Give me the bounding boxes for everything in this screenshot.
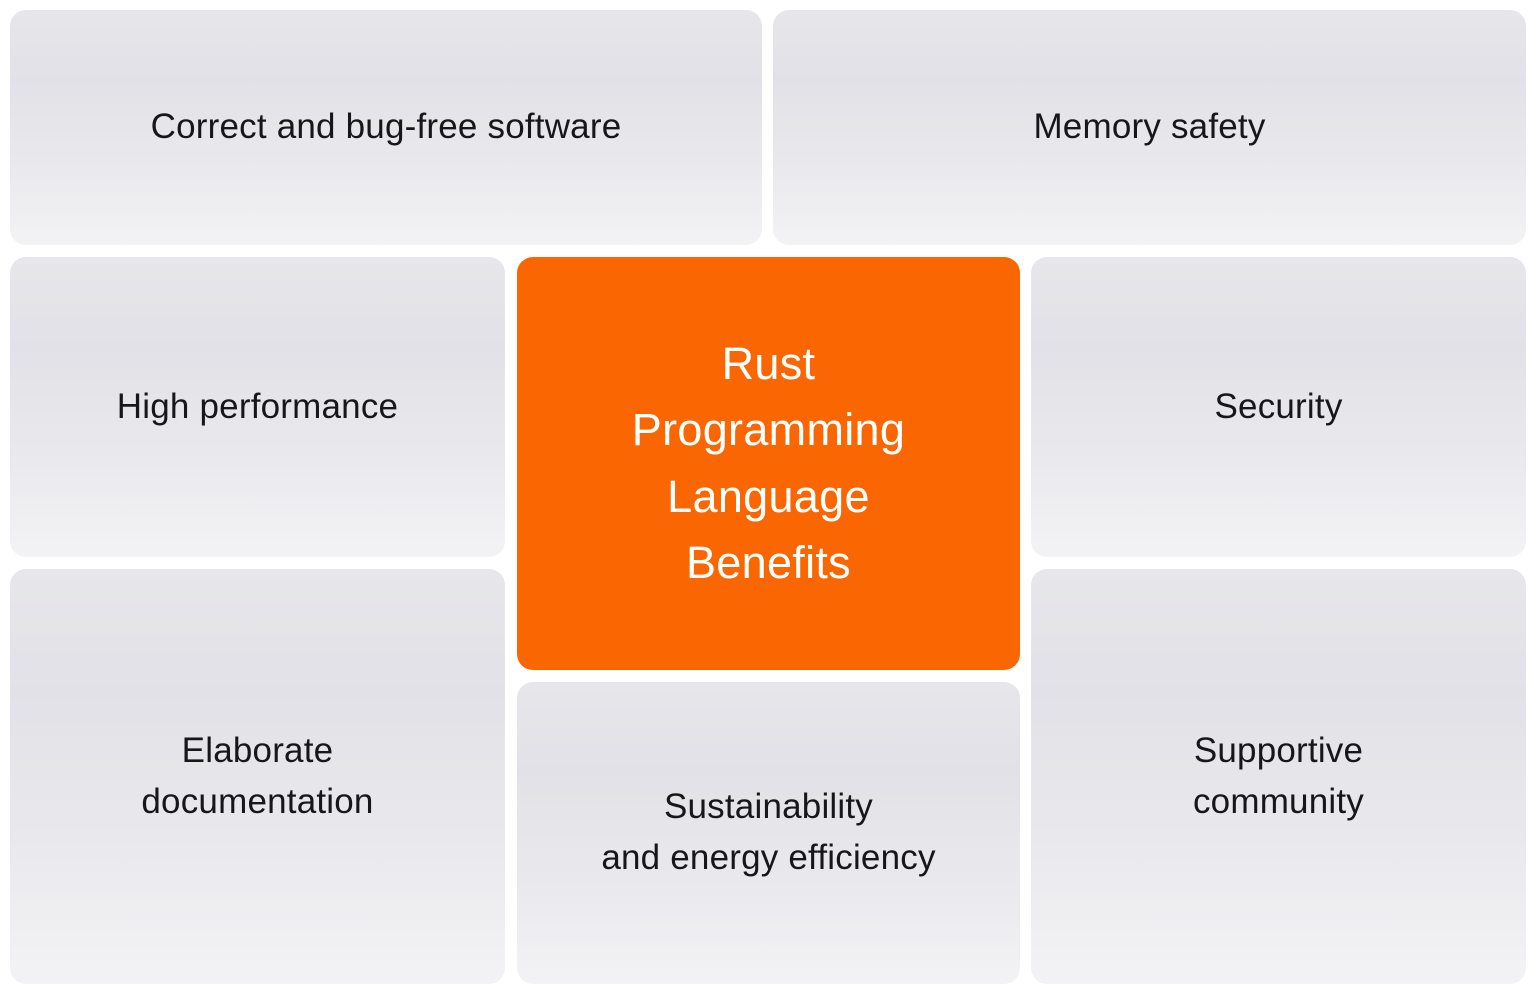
benefit-label-elaborate-documentation: Elaborate documentation xyxy=(141,730,374,821)
benefit-label-memory-safety: Memory safety xyxy=(1033,107,1266,147)
benefit-node-high-performance: High performance xyxy=(10,257,505,557)
benefit-label-supportive-community: Supportive community xyxy=(1192,730,1364,821)
benefit-node-security: Security xyxy=(1031,257,1526,557)
center-topic-label: Rust Programming Language Benefits xyxy=(631,338,906,588)
benefit-node-supportive-community: Supportive community xyxy=(1031,569,1526,984)
benefit-label-high-performance: High performance xyxy=(116,386,399,426)
benefit-node-elaborate-documentation: Elaborate documentation xyxy=(10,569,505,984)
benefit-node-sustainability: Sustainability and energy efficiency xyxy=(517,682,1020,984)
center-topic-node: Rust Programming Language Benefits xyxy=(517,257,1020,670)
benefit-label-security: Security xyxy=(1214,386,1343,426)
benefit-label-sustainability: Sustainability and energy efficiency xyxy=(601,787,936,877)
benefit-node-memory-safety: Memory safety xyxy=(773,10,1526,245)
benefit-label-correct-software: Correct and bug-free software xyxy=(150,107,622,147)
benefit-node-correct-software: Correct and bug-free software xyxy=(10,10,762,245)
